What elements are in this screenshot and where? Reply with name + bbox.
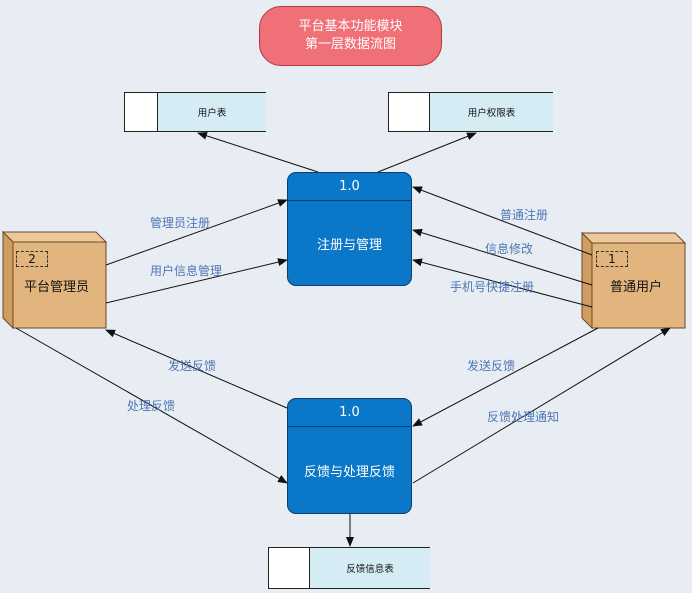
flow-admin-send-feedback — [105, 329, 288, 409]
store-id-cell — [388, 92, 430, 132]
store-user-table-label: 用户表 — [158, 92, 266, 132]
flow-user-info-manage — [105, 258, 288, 304]
flow-normal-register — [412, 186, 593, 256]
store-permission-table-label: 用户权限表 — [430, 92, 553, 132]
flow-user-send-feedback — [412, 327, 599, 427]
process-feedback-id: 1.0 — [288, 399, 411, 427]
flow-register-to-permission-table — [377, 132, 477, 173]
user-entity-name: 普通用户 — [610, 280, 663, 295]
store-feedback-table-label: 反馈信息表 — [310, 547, 430, 589]
store-id-cell — [124, 92, 158, 132]
flow-label-feedback-notify: 反馈处理通知 — [487, 410, 560, 424]
flow-label-normal-register: 普通注册 — [500, 208, 549, 222]
flow-label-user-send-feedback: 发送反馈 — [467, 359, 516, 373]
diagram-title: 平台基本功能模块 第一层数据流图 — [259, 6, 442, 66]
process-feedback: 1.0 反馈与处理反馈 — [287, 398, 412, 514]
store-permission-table: 用户权限表 — [388, 92, 553, 132]
flow-feedback-notify — [412, 327, 671, 484]
flow-label-admin-register: 管理员注册 — [150, 216, 211, 230]
flow-register-to-user-table — [197, 131, 319, 173]
flow-phone-quick-register — [412, 258, 593, 308]
process-register-name: 注册与管理 — [316, 238, 382, 253]
process-register-manage: 1.0 注册与管理 — [287, 172, 412, 286]
flow-label-admin-handle-feedback: 处理反馈 — [127, 399, 176, 413]
flow-info-modify — [412, 228, 593, 286]
user-entity-id: 1 — [596, 251, 628, 267]
process-register-id: 1.0 — [288, 173, 411, 201]
store-user-table: 用户表 — [124, 92, 266, 132]
admin-entity-name: 平台管理员 — [24, 280, 90, 295]
flow-admin-handle-feedback — [15, 327, 288, 484]
store-feedback-table: 反馈信息表 — [268, 547, 430, 589]
process-feedback-name: 反馈与处理反馈 — [303, 465, 395, 480]
admin-entity-id: 2 — [16, 251, 48, 267]
flow-admin-register — [105, 199, 288, 266]
title-line-2: 第一层数据流图 — [304, 37, 396, 52]
title-line-1: 平台基本功能模块 — [298, 19, 403, 34]
user-entity-shape — [580, 231, 687, 330]
admin-entity-shape — [1, 230, 108, 330]
flow-label-info-modify: 信息修改 — [485, 242, 534, 256]
flow-label-user-info-manage: 用户信息管理 — [150, 264, 223, 278]
store-id-cell — [268, 547, 310, 589]
flow-label-phone-quick-register: 手机号快捷注册 — [450, 280, 535, 294]
flow-label-admin-send-feedback: 发送反馈 — [168, 359, 217, 373]
